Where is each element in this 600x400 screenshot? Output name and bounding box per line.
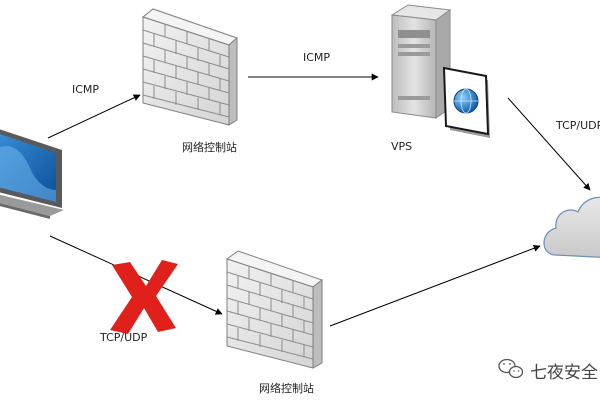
wechat-icon — [498, 358, 524, 379]
firewall-top-icon — [141, 8, 238, 126]
firewall-top-label: 网络控制站 — [182, 141, 237, 154]
watermark-text: 七夜安全 — [530, 363, 598, 383]
edge-label-vps-to-internet: TCP/UDP — [556, 119, 600, 132]
red-x-icon — [110, 260, 178, 334]
firewall-bottom-label: 网络控制站 — [259, 382, 314, 395]
edge-vps-to-internet — [507, 97, 591, 191]
edge-label-laptop-to-firewall-top: ICMP — [72, 83, 100, 96]
firewall-bottom-icon — [225, 250, 324, 369]
vps-label: VPS — [391, 140, 413, 153]
edge-firewall-bottom-to-internet — [329, 244, 541, 327]
cloud-icon — [543, 196, 600, 258]
laptop-icon — [0, 129, 64, 219]
globe-panel-icon — [442, 66, 490, 138]
edge-label-laptop-to-firewall-bottom: TCP/UDP — [100, 331, 148, 344]
vps-server-icon — [390, 4, 490, 138]
edge-laptop-to-firewall-top — [47, 94, 141, 139]
edge-label-firewall-top-to-vps: ICMP — [303, 51, 331, 64]
